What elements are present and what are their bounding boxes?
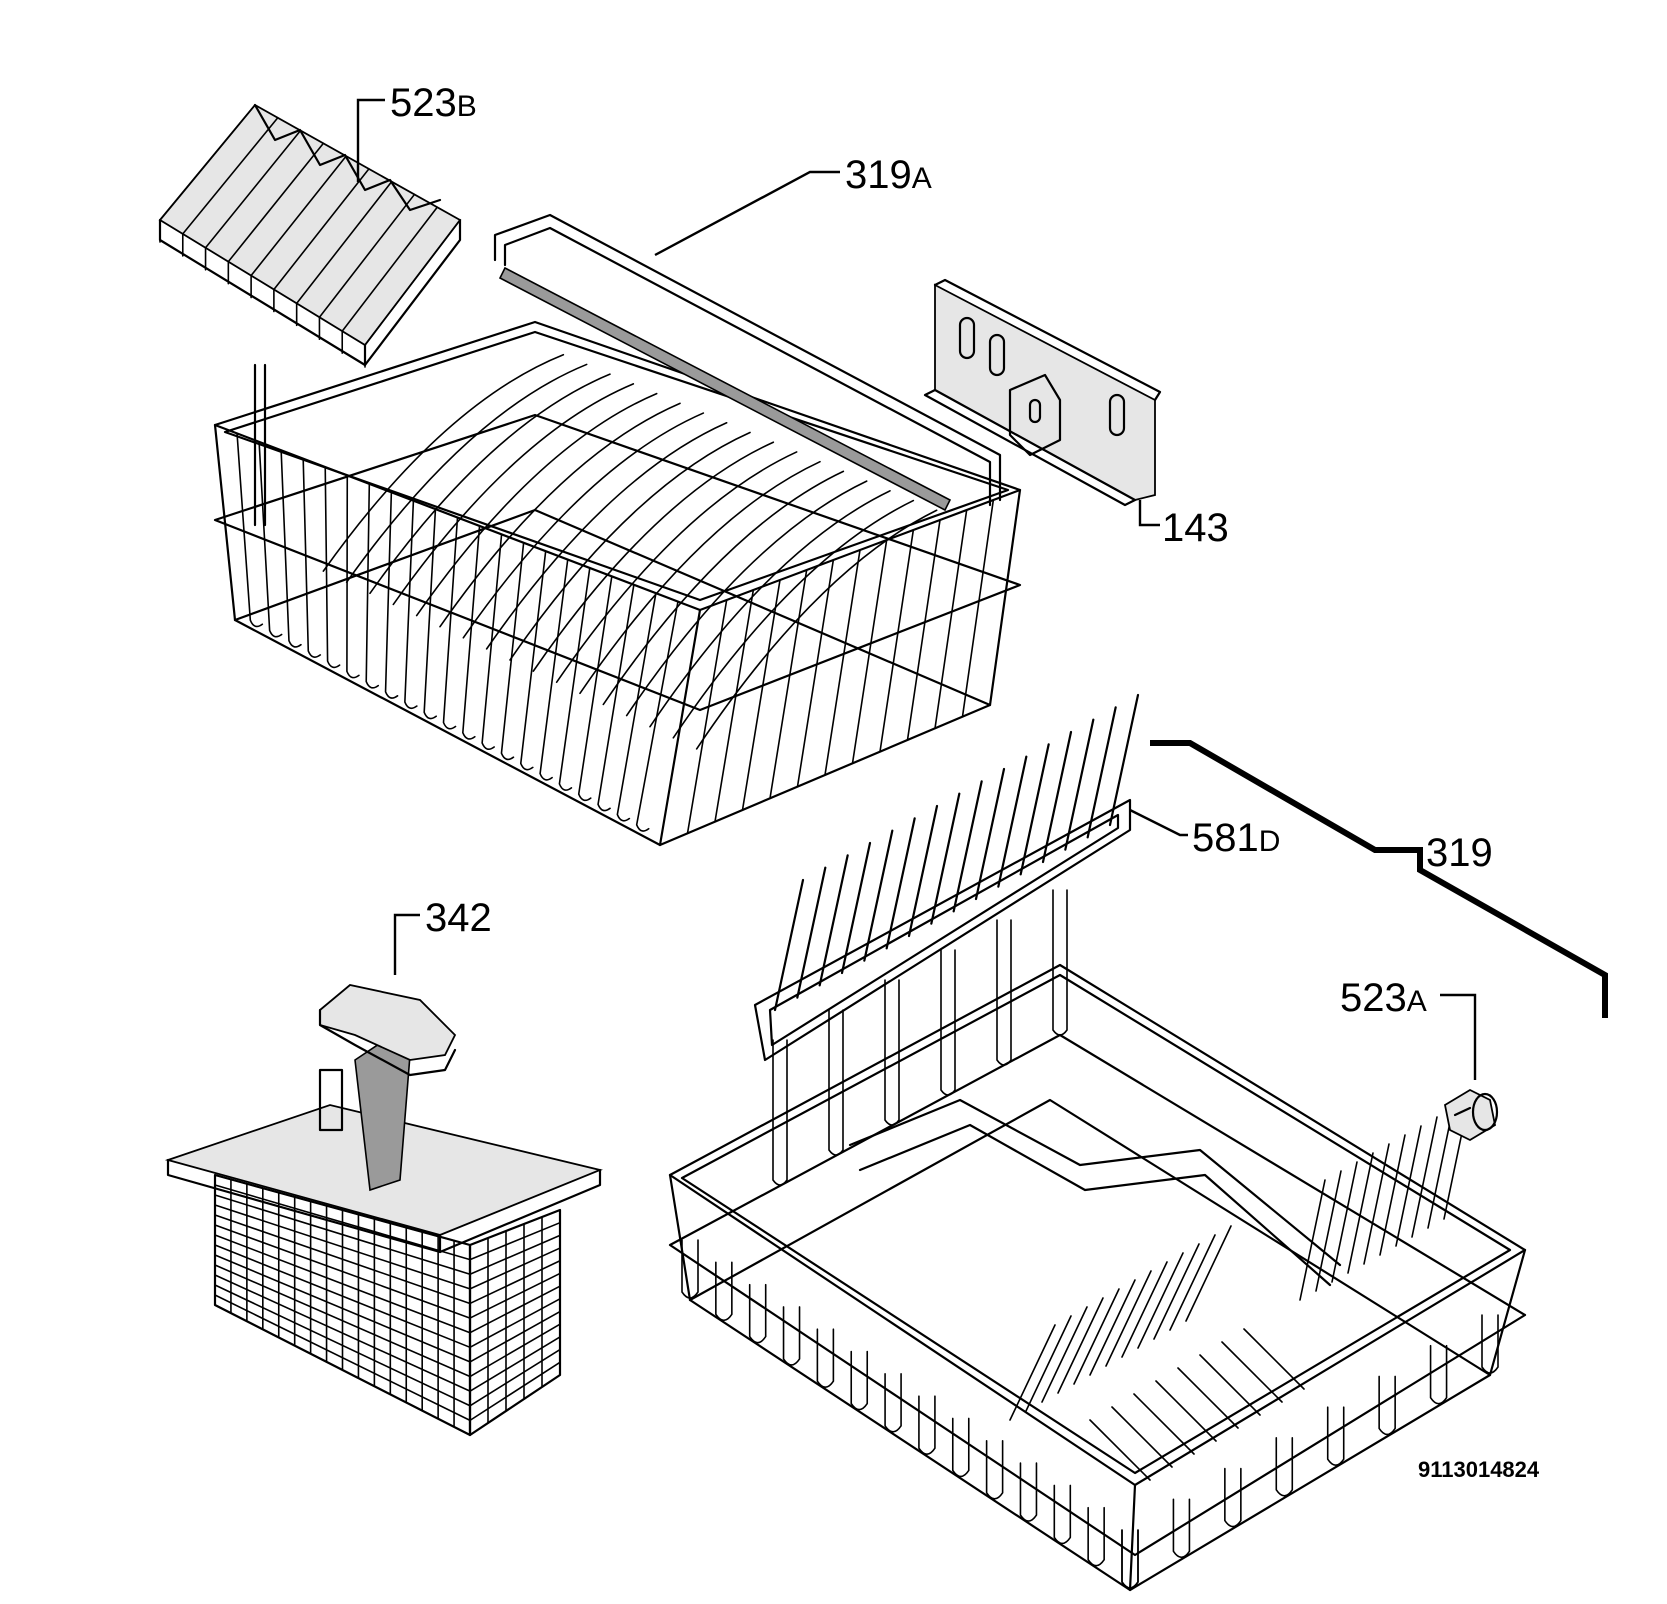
part-342-cutlery-basket — [164, 984, 603, 1437]
leader-143 — [1138, 500, 1160, 527]
part-319a-upper-basket — [213, 213, 1022, 847]
label-523a: 523A — [1340, 976, 1427, 1020]
part-523a-clip — [1443, 1088, 1499, 1142]
part-143-rail-bracket — [923, 278, 1162, 507]
leader-523a — [1440, 993, 1477, 1080]
label-319a: 319A — [845, 153, 932, 197]
label-581d: 581D — [1192, 816, 1280, 860]
label-319: 319 — [1426, 831, 1493, 875]
label-523b: 523B — [390, 81, 477, 125]
leader-319[interactable] — [1150, 740, 1608, 1018]
label-143: 143 — [1162, 506, 1229, 550]
leader-342 — [393, 913, 420, 975]
leader-581d — [1129, 808, 1188, 837]
part-523b-cup-shelf — [158, 103, 462, 368]
part-319-lower-basket — [668, 889, 1527, 1592]
part-581d-tine-row — [753, 693, 1140, 1062]
document-number: 9113014824 — [1418, 1457, 1540, 1482]
leader-523b — [356, 98, 385, 182]
leader-319a — [654, 170, 840, 257]
label-342: 342 — [425, 896, 492, 940]
